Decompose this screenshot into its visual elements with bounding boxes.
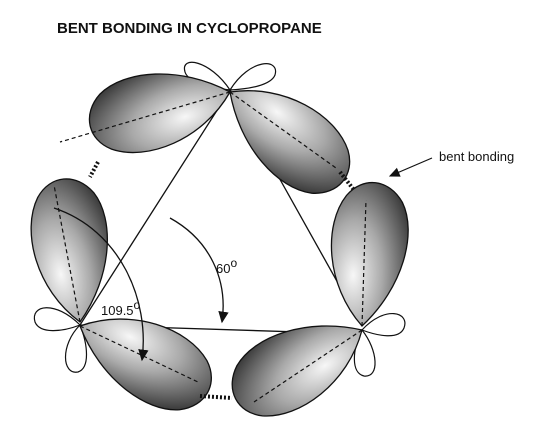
angle-label-60: 60o [216,256,237,276]
back-lobe-left-up [33,307,82,332]
orbital-lobe-bottom-right [231,325,363,417]
back-lobe-left-down [65,323,88,373]
angle-label-109: 109.5o [101,298,141,318]
axis-left [53,184,81,323]
orbital-lobe-right [330,181,409,327]
bond-hash-icon [199,394,233,400]
axis-upper-right [229,91,337,169]
back-lobes [33,61,406,377]
back-lobe-right-up [360,313,406,337]
orbital-lobe-upper-right [229,90,351,194]
back-lobe-top-right [228,63,277,91]
diagram-title: BENT BONDING IN CYCLOPROPANE [57,20,322,37]
orbital-lobes [30,73,409,417]
arc-60 [169,217,229,324]
bond-hash-icon [88,161,100,178]
axis-bottom-right [253,329,363,403]
axis-upper-left [59,91,231,143]
orbital-lobe-left [30,178,108,323]
axis-right [361,199,367,327]
bond-hashes [88,161,356,400]
orbital-lobe-upper-left [88,73,231,154]
arrow-icon [388,157,433,177]
bent-bonding-label: bent bonding [439,149,514,164]
angle-arcs [53,207,229,362]
arc-109 [53,207,149,362]
bond-line-top-left [79,89,231,326]
